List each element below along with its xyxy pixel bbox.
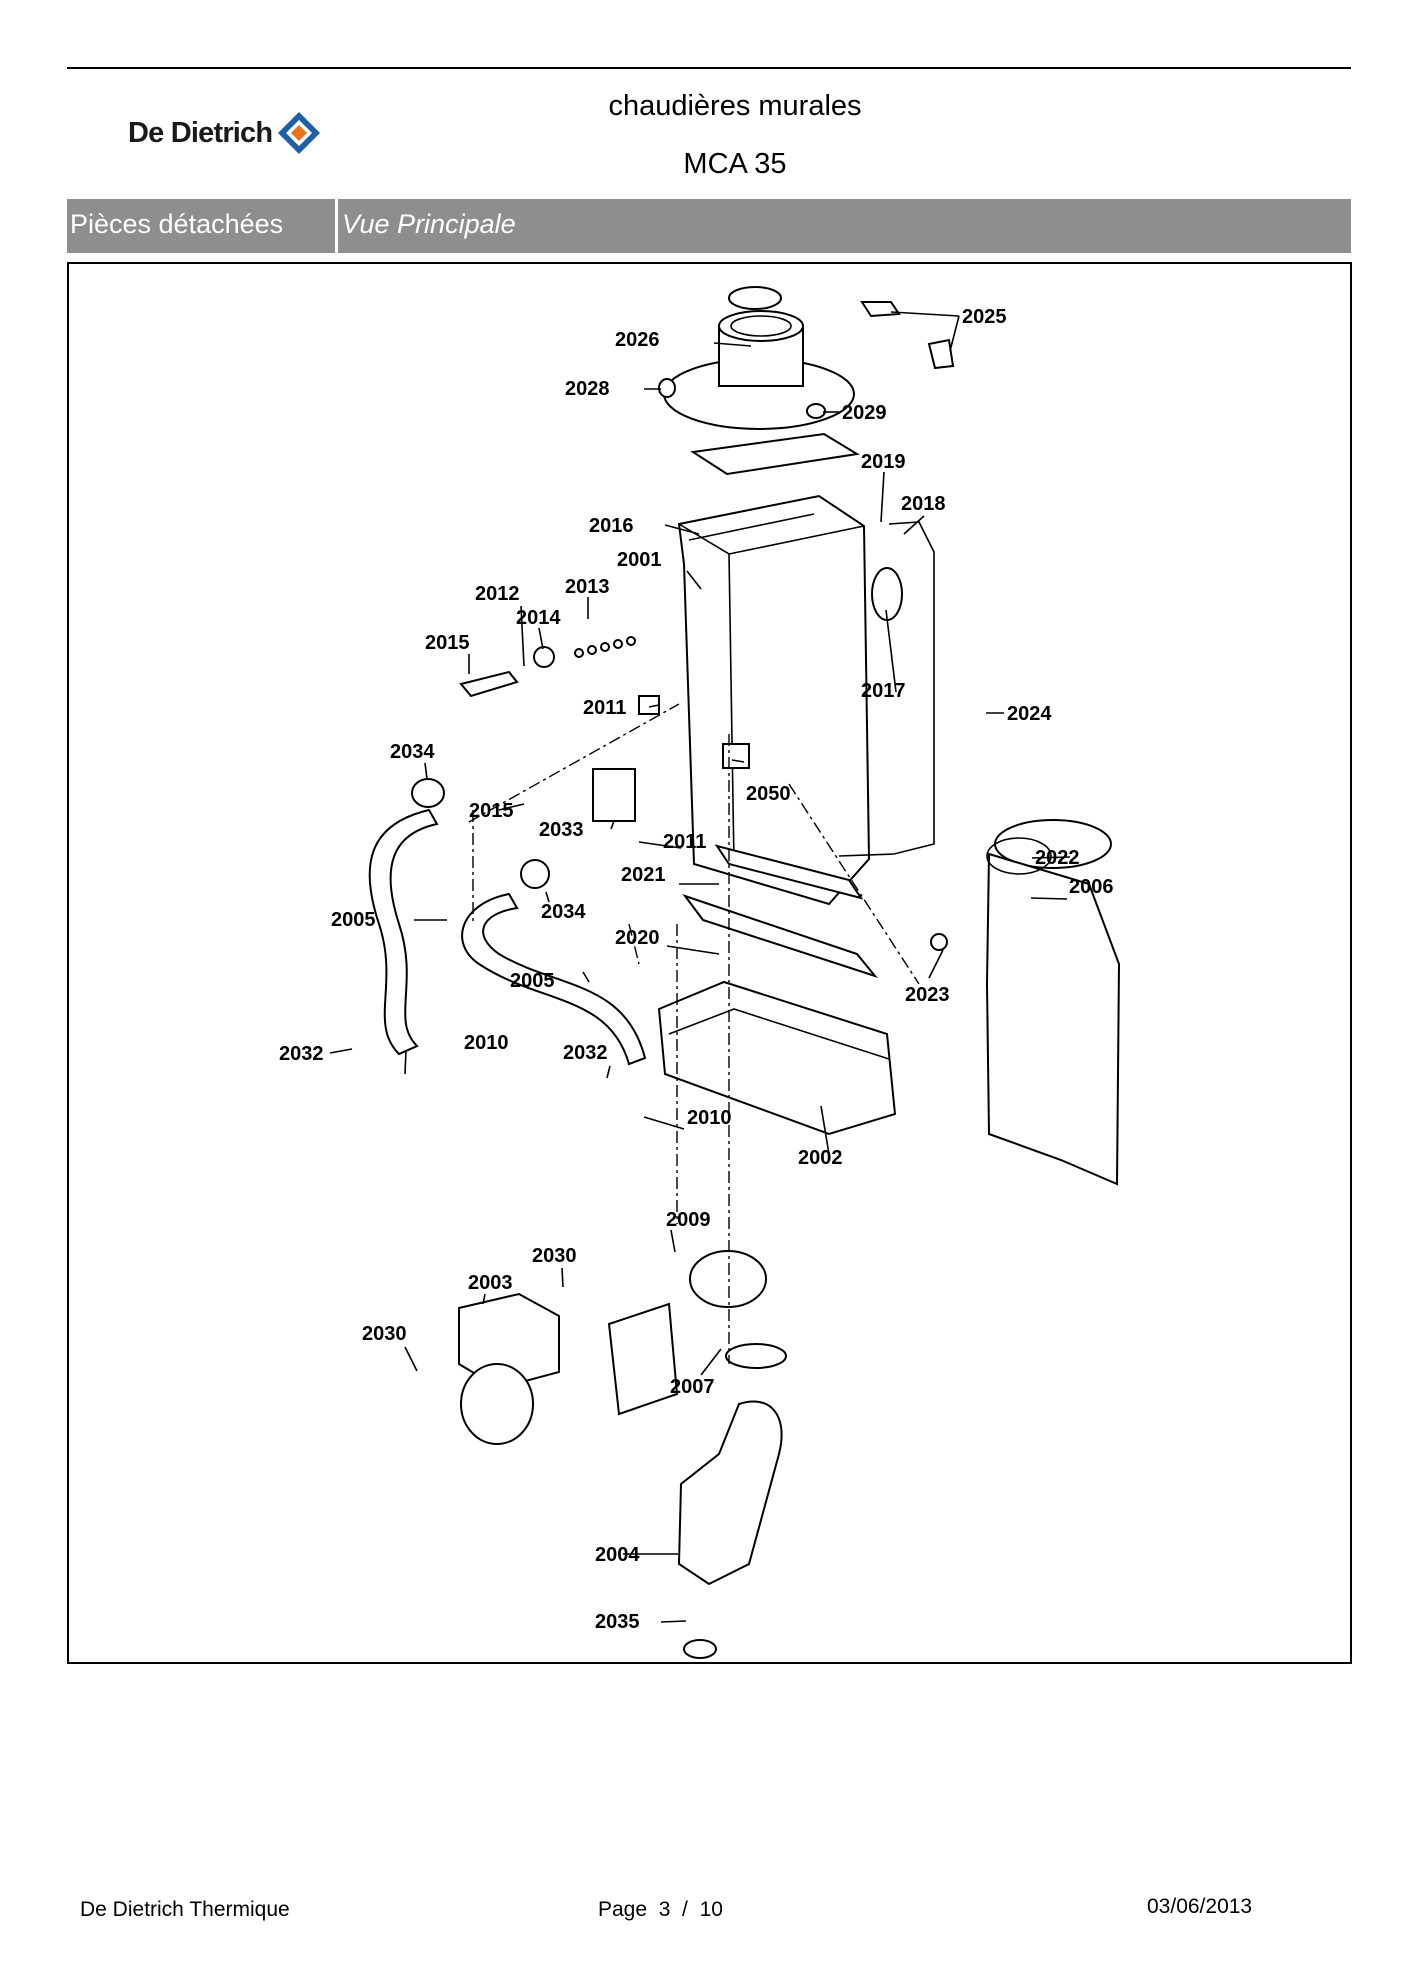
callout-2025: 2025: [962, 306, 1007, 328]
exploded-view-drawing: 2026 2025 2028 2029 2019 2018 2016 2001 …: [279, 286, 1121, 1659]
callout-2005: 2005: [331, 909, 376, 931]
section-divider: [335, 199, 338, 253]
callout-2030: 2030: [532, 1245, 577, 1267]
sensor-parts: [459, 636, 750, 822]
callout-2030: 2030: [362, 1323, 407, 1345]
callout-2005: 2005: [510, 970, 555, 992]
air-box-part: [930, 819, 1121, 1186]
callout-2019: 2019: [861, 451, 906, 473]
part-callouts: 2026 2025 2028 2029 2019 2018 2016 2001 …: [279, 306, 1114, 1633]
flue-adapter-part: [658, 286, 855, 430]
exploded-view-frame: 2026 2025 2028 2029 2019 2018 2016 2001 …: [67, 262, 1352, 1664]
top-rule: [67, 67, 1351, 69]
diamond-logo-icon: [278, 112, 321, 154]
callout-2016: 2016: [589, 515, 634, 537]
heat-exchanger-part: [677, 432, 871, 906]
brand-name: De Dietrich: [128, 116, 273, 149]
hose-parts: [368, 778, 647, 1066]
callout-2006: 2006: [1069, 876, 1114, 898]
bracket-parts: [860, 301, 955, 370]
callout-2021: 2021: [621, 864, 666, 886]
callout-2028: 2028: [565, 378, 610, 400]
callout-2034: 2034: [390, 741, 435, 763]
fan-part: [458, 1250, 767, 1445]
callout-2010: 2010: [687, 1107, 732, 1129]
callout-2050: 2050: [746, 783, 791, 805]
callout-2003: 2003: [468, 1272, 513, 1294]
de-dietrich-logo: De Dietrich: [128, 108, 322, 158]
callout-2020: 2020: [615, 927, 660, 949]
callout-2033: 2033: [539, 819, 584, 841]
callout-2001: 2001: [617, 549, 662, 571]
callout-2035: 2035: [595, 1611, 640, 1633]
footer-company: De Dietrich Thermique: [80, 1898, 290, 1921]
footer-page-number: Page 3 / 10: [598, 1898, 723, 1921]
callout-2023: 2023: [905, 984, 950, 1006]
callout-2022: 2022: [1035, 847, 1080, 869]
gasket-parts: [682, 844, 878, 979]
callout-2024: 2024: [1007, 703, 1052, 725]
callout-2011: 2011: [663, 831, 706, 853]
callout-2032: 2032: [563, 1042, 608, 1064]
air-duct-part: [677, 1343, 787, 1659]
section-bar: Pièces détachées Vue Principale: [67, 199, 1351, 253]
callout-2018: 2018: [901, 493, 946, 515]
callout-2002: 2002: [798, 1147, 843, 1169]
callout-2014: 2014: [516, 607, 561, 629]
model-name: MCA 35: [683, 148, 787, 180]
document-title: chaudières murales: [608, 90, 862, 122]
section-label-spare-parts: Pièces détachées: [70, 209, 284, 239]
callout-2026: 2026: [615, 329, 660, 351]
callout-2029: 2029: [842, 402, 887, 424]
callout-2011: 2011: [583, 697, 626, 719]
callout-2012: 2012: [475, 583, 520, 605]
condensate-tray-part: [657, 980, 897, 1136]
section-label-view: Vue Principale: [342, 209, 516, 239]
footer-date: 03/06/2013: [1147, 1895, 1253, 1918]
leader-lines: [329, 311, 1071, 1623]
callout-2017: 2017: [861, 680, 906, 702]
callout-2015: 2015: [425, 632, 470, 654]
callout-2032: 2032: [279, 1043, 324, 1065]
callout-2007: 2007: [670, 1376, 715, 1398]
callout-2010: 2010: [464, 1032, 509, 1054]
callout-2034: 2034: [541, 901, 586, 923]
callout-2013: 2013: [565, 576, 610, 598]
callout-2009: 2009: [666, 1209, 711, 1231]
callout-2004: 2004: [595, 1544, 640, 1566]
callout-2015: 2015: [469, 800, 514, 822]
